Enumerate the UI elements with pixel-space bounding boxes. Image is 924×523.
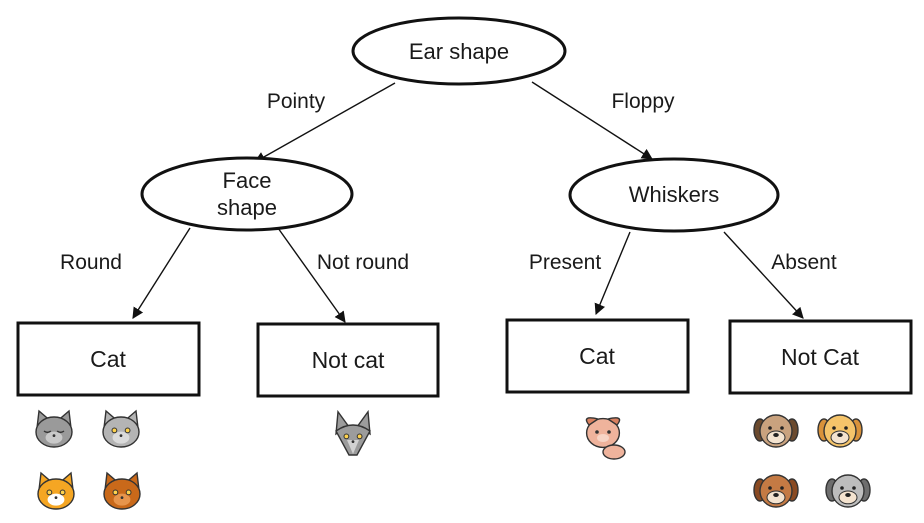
yellow-dog-icon bbox=[817, 414, 863, 448]
leaf3-animal-icons bbox=[585, 417, 626, 460]
edge-root-to-whiskers bbox=[531, 81, 653, 160]
leaf-label-cat-1: Cat bbox=[90, 346, 126, 372]
root-node-ellipse bbox=[351, 16, 567, 86]
root-node-label: Ear shape bbox=[409, 39, 509, 64]
face-shape-node-label-line1: Face bbox=[223, 168, 272, 193]
orange-cat-icon bbox=[37, 471, 75, 510]
face-shape-node-label-line2: shape bbox=[217, 195, 277, 220]
leaf-label-not-cat-2: Not Cat bbox=[781, 344, 860, 370]
leaf-label-cat-2: Cat bbox=[579, 343, 615, 369]
gray-fox-icon bbox=[335, 409, 371, 456]
brown-cat-icon bbox=[103, 471, 141, 510]
leaf1-animal-icons bbox=[35, 409, 141, 510]
edge-label-present: Present bbox=[529, 251, 602, 274]
floppy-ear-cat-icon bbox=[585, 417, 626, 460]
edge-label-absent: Absent bbox=[771, 251, 837, 274]
gray-cat-icon bbox=[102, 409, 140, 448]
edge-label-round: Round bbox=[60, 251, 122, 274]
gray-dog-icon bbox=[825, 474, 871, 508]
leaf2-animal-icons bbox=[335, 409, 371, 456]
edge-label-floppy: Floppy bbox=[611, 90, 675, 113]
whiskers-node-label: Whiskers bbox=[629, 182, 719, 207]
leaf-box-cat-1 bbox=[16, 321, 201, 397]
edge-whiskers-to-not-cat bbox=[723, 231, 804, 319]
edge-label-pointy: Pointy bbox=[267, 90, 326, 113]
edge-whiskers-to-cat bbox=[594, 231, 631, 316]
edge-root-to-face-shape bbox=[254, 82, 396, 163]
leaf4-animal-icons bbox=[753, 414, 871, 508]
brown-dog-icon bbox=[753, 474, 799, 508]
leaf-box-not-cat-1 bbox=[256, 322, 440, 398]
edge-label-not-round: Not round bbox=[317, 251, 409, 274]
leaf-box-cat-2 bbox=[505, 318, 690, 394]
leaf-label-not-cat-1: Not cat bbox=[312, 347, 385, 373]
pug-dog-icon bbox=[753, 414, 799, 448]
gray-cat-icon bbox=[35, 409, 73, 448]
face-shape-node-ellipse bbox=[140, 156, 354, 232]
edge-face-to-cat bbox=[132, 227, 191, 319]
leaf-box-not-cat-2 bbox=[728, 319, 913, 395]
whiskers-node-ellipse bbox=[568, 157, 780, 233]
edge-face-to-not-cat bbox=[277, 227, 346, 323]
